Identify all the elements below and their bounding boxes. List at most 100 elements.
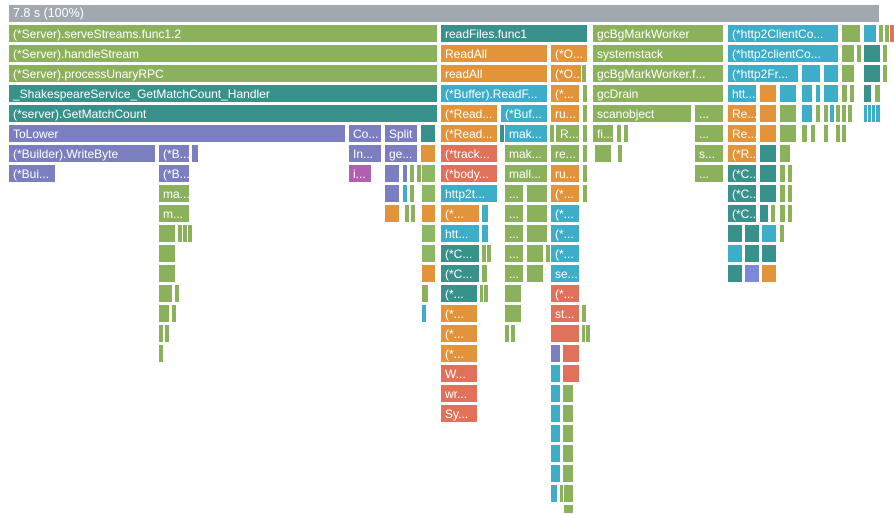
flame-frame[interactable]: (*... [440, 204, 480, 223]
flame-frame-unlabeled[interactable] [549, 124, 555, 143]
flame-frame-unlabeled[interactable] [510, 324, 516, 343]
flame-frame-unlabeled[interactable] [841, 44, 855, 63]
flame-frame-unlabeled[interactable] [481, 224, 489, 243]
flame-frame[interactable]: Sy... [440, 404, 478, 423]
flame-frame-unlabeled[interactable] [562, 344, 580, 363]
flame-frame-unlabeled[interactable] [863, 24, 877, 43]
flame-frame[interactable]: ... [504, 224, 524, 243]
flame-frame-unlabeled[interactable] [421, 184, 436, 203]
flame-frame-unlabeled[interactable] [550, 484, 558, 503]
flame-frame-unlabeled[interactable] [563, 484, 574, 503]
flame-frame-unlabeled[interactable] [421, 164, 436, 183]
flame-frame-unlabeled[interactable] [158, 324, 164, 343]
flame-frame[interactable]: W... [440, 364, 478, 383]
flame-frame-unlabeled[interactable] [841, 104, 847, 123]
flame-frame[interactable]: mak... [504, 124, 548, 143]
flame-frame-unlabeled[interactable] [562, 364, 580, 383]
flame-frame-unlabeled[interactable] [823, 124, 829, 143]
flame-frame-unlabeled[interactable] [582, 124, 588, 143]
flame-frame[interactable]: ReadAll [440, 44, 548, 63]
flame-frame-unlabeled[interactable] [841, 84, 848, 103]
flame-frame[interactable]: (*C... [727, 204, 757, 223]
flame-frame-unlabeled[interactable] [779, 184, 786, 203]
flame-frame[interactable]: (*... [440, 324, 478, 343]
flame-frame-unlabeled[interactable] [582, 104, 588, 123]
flame-frame-unlabeled[interactable] [779, 104, 797, 123]
flame-frame-unlabeled[interactable] [158, 264, 176, 283]
flame-frame[interactable]: ... [504, 204, 524, 223]
flame-frame-unlabeled[interactable] [779, 204, 786, 223]
flame-frame-unlabeled[interactable] [779, 164, 786, 183]
flame-frame-unlabeled[interactable] [759, 104, 777, 123]
flame-frame[interactable]: (*Read... [440, 104, 498, 123]
flame-frame-unlabeled[interactable] [823, 104, 829, 123]
flame-frame-unlabeled[interactable] [779, 144, 791, 163]
flame-frame-unlabeled[interactable] [849, 84, 855, 103]
flame-frame-unlabeled[interactable] [550, 364, 561, 383]
flame-frame-unlabeled[interactable] [744, 224, 760, 243]
flame-frame-unlabeled[interactable] [562, 444, 574, 463]
flame-frame-unlabeled[interactable] [787, 204, 793, 223]
flame-frame[interactable]: htt... [440, 224, 480, 243]
flame-frame-unlabeled[interactable] [174, 284, 180, 303]
flame-frame-unlabeled[interactable] [623, 124, 629, 143]
flame-frame-unlabeled[interactable] [504, 324, 510, 343]
flame-frame-unlabeled[interactable] [841, 24, 861, 43]
flame-frame-unlabeled[interactable] [191, 144, 199, 163]
flame-frame-unlabeled[interactable] [878, 24, 884, 43]
flame-frame-unlabeled[interactable] [882, 44, 888, 63]
flame-frame[interactable]: (*Buffer).ReadF... [440, 84, 548, 103]
flame-frame-unlabeled[interactable] [759, 144, 777, 163]
flame-frame-unlabeled[interactable] [158, 284, 173, 303]
flame-frame-unlabeled[interactable] [421, 304, 427, 323]
flame-frame[interactable]: i... [348, 164, 372, 183]
flame-frame-unlabeled[interactable] [770, 204, 776, 223]
flame-frame-unlabeled[interactable] [779, 124, 797, 143]
flame-frame[interactable]: gcBgMarkWorker.f... [592, 64, 724, 83]
flame-frame-unlabeled[interactable] [801, 104, 813, 123]
flame-frame[interactable]: (*Server).serveStreams.func1.2 [8, 24, 438, 43]
flame-frame-unlabeled[interactable] [481, 204, 489, 223]
flame-frame-unlabeled[interactable] [863, 64, 881, 83]
flame-frame-unlabeled[interactable] [874, 84, 881, 103]
flame-frame-unlabeled[interactable] [483, 284, 489, 303]
flame-frame[interactable]: (*Builder).WriteByte [8, 144, 156, 163]
flame-frame[interactable]: ... [694, 164, 724, 183]
flame-frame-unlabeled[interactable] [841, 124, 847, 143]
flame-frame-unlabeled[interactable] [863, 84, 872, 103]
flame-frame-unlabeled[interactable] [420, 144, 436, 163]
flame-frame-unlabeled[interactable] [420, 124, 436, 143]
flame-frame-unlabeled[interactable] [409, 184, 415, 203]
flame-frame-unlabeled[interactable] [882, 64, 888, 83]
flame-frame[interactable]: (*C... [440, 264, 480, 283]
flame-frame[interactable]: mak... [504, 144, 548, 163]
flame-frame-unlabeled[interactable] [526, 264, 544, 283]
flame-frame-unlabeled[interactable] [823, 64, 839, 83]
flame-frame[interactable]: re... [550, 144, 580, 163]
flame-frame[interactable]: gcDrain [592, 84, 724, 103]
flame-frame[interactable]: (*http2Fr... [727, 64, 799, 83]
flame-frame[interactable]: (*... [550, 204, 580, 223]
flame-frame-unlabeled[interactable] [823, 84, 839, 103]
flame-frame-unlabeled[interactable] [164, 324, 170, 343]
flame-frame-unlabeled[interactable] [402, 184, 408, 203]
flame-frame-unlabeled[interactable] [158, 344, 164, 363]
flame-frame[interactable]: Split [384, 124, 418, 143]
flame-frame[interactable]: (*... [550, 224, 580, 243]
flame-frame-unlabeled[interactable] [582, 144, 588, 163]
flame-frame[interactable]: (*Buf... [500, 104, 548, 123]
flame-frame-unlabeled[interactable] [779, 224, 785, 243]
flame-frame[interactable]: se... [550, 264, 580, 283]
flame-frame[interactable]: (*... [440, 284, 478, 303]
flame-frame-unlabeled[interactable] [847, 104, 853, 123]
flame-frame-unlabeled[interactable] [727, 244, 743, 263]
flame-frame-unlabeled[interactable] [158, 224, 176, 243]
flame-frame-unlabeled[interactable] [187, 224, 193, 243]
flame-frame[interactable]: m... [158, 204, 190, 223]
flame-frame[interactable]: gcBgMarkWorker [592, 24, 724, 43]
flame-frame[interactable]: (*body... [440, 164, 498, 183]
flame-frame[interactable]: ru... [550, 164, 580, 183]
flame-frame-unlabeled[interactable] [550, 384, 561, 403]
flame-frame-unlabeled[interactable] [402, 164, 408, 183]
